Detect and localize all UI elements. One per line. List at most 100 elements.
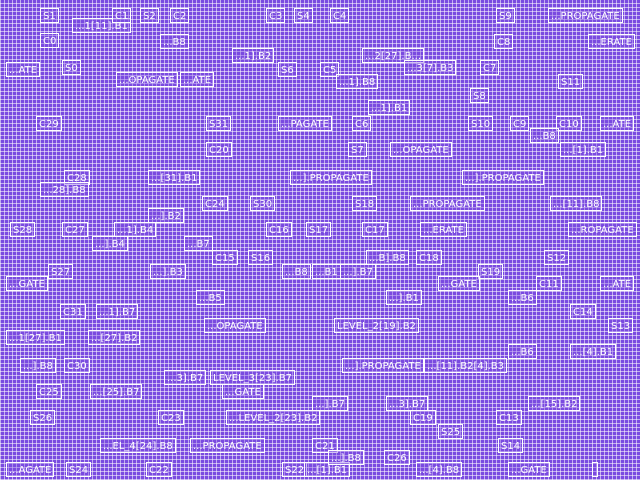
cell-label[interactable]: ...[4].B1 — [570, 344, 617, 359]
cell-label[interactable]: ...].B4 — [92, 236, 128, 251]
cell-label[interactable]: ...1].B7 — [96, 304, 139, 319]
cell-label[interactable]: ...ATE — [6, 62, 41, 77]
cell-label[interactable]: ...ERATE — [588, 34, 635, 49]
cell-label[interactable]: S7 — [348, 142, 367, 157]
cell-label[interactable]: ...GATE — [438, 276, 480, 291]
cell-label[interactable]: S24 — [66, 462, 92, 477]
cell-label[interactable]: ...[11].B8 — [550, 196, 603, 211]
cell-label[interactable]: ...[1].B1 — [304, 462, 351, 477]
cell-label[interactable]: ...B6 — [508, 344, 537, 359]
cell-label[interactable]: LEVEL_3[23].B7 — [210, 370, 295, 385]
cell-label[interactable]: C1 — [112, 8, 132, 23]
cell-label[interactable]: ...B8 — [282, 264, 311, 279]
cell-label[interactable]: ...PAGATE — [278, 116, 332, 131]
cell-label[interactable]: ...ATE — [180, 72, 215, 87]
cell-label[interactable]: S30 — [250, 196, 276, 211]
cell-label[interactable]: S16 — [248, 250, 274, 265]
cell-label[interactable]: C31 — [60, 304, 86, 319]
cell-label[interactable]: C8 — [494, 34, 514, 49]
cell-label[interactable]: S9 — [496, 8, 515, 23]
cell-label[interactable]: ...ROPAGATE — [568, 222, 637, 237]
cell-label[interactable]: ...2[27].B... — [362, 48, 425, 63]
cell-label[interactable]: ...[27].B2 — [88, 330, 141, 345]
cell-label[interactable]: ...EL_4[24].B8 — [100, 438, 176, 453]
cell-label[interactable]: C17 — [362, 222, 388, 237]
cell-label[interactable]: ...].PROPAGATE — [342, 358, 424, 373]
cell-label[interactable]: ...ERATE — [420, 222, 467, 237]
cell-label[interactable]: C3 — [266, 8, 286, 23]
cell-label[interactable]: C24 — [202, 196, 228, 211]
cell-label[interactable]: C26 — [384, 450, 410, 465]
cell-label[interactable]: C20 — [206, 142, 232, 157]
cell-label[interactable]: C22 — [146, 462, 172, 477]
cell-label[interactable]: C4 — [330, 8, 350, 23]
cell-label[interactable]: C7 — [480, 60, 500, 75]
cell-label[interactable]: ...B1 — [312, 264, 341, 279]
cell-label[interactable]: ...PROPAGATE — [548, 8, 623, 23]
cell-label[interactable]: C18 — [416, 250, 442, 265]
cell-label[interactable]: S25 — [438, 424, 464, 439]
cell-label[interactable]: ...].PROPAGATE — [290, 170, 372, 185]
cell-label[interactable]: C6 — [352, 116, 372, 131]
cell-label[interactable]: ...3].B7 — [164, 370, 207, 385]
cell-label[interactable]: ...1].B2 — [232, 48, 275, 63]
cell-label[interactable]: S27 — [48, 264, 74, 279]
cell-label[interactable]: S10 — [468, 116, 494, 131]
cell-label[interactable]: ...[25].B7 — [90, 384, 143, 399]
cell-label[interactable]: ...1[11].B1 — [72, 18, 131, 33]
cell-label[interactable]: ...B8 — [160, 34, 189, 49]
cell-label[interactable]: C21 — [312, 438, 338, 453]
cell-label[interactable]: S4 — [294, 8, 313, 23]
cell-label[interactable]: ...1].B1 — [368, 100, 411, 115]
cell-label[interactable]: LEVEL_2[19].B2 — [334, 318, 419, 333]
cell-label[interactable]: ...ATE — [600, 276, 635, 291]
cell-label[interactable]: S2 — [140, 8, 159, 23]
cell-label[interactable]: ...].B7 — [312, 396, 348, 411]
cell-label[interactable]: S8 — [470, 88, 489, 103]
cell-label[interactable]: ...B].B8 — [366, 250, 409, 265]
cell-label[interactable]: ...[31].B1 — [148, 170, 201, 185]
cell-label[interactable]: S31 — [206, 116, 232, 131]
cell-label[interactable]: ...3].B7 — [386, 396, 429, 411]
cell-label[interactable]: S28 — [10, 222, 36, 237]
cell-label[interactable]: ...GATE — [508, 462, 550, 477]
cell-label[interactable]: ...].B3 — [150, 264, 186, 279]
cell-label[interactable]: ...B7 — [184, 236, 213, 251]
cell-label[interactable]: C27 — [62, 222, 88, 237]
cell-label[interactable]: C11 — [536, 276, 562, 291]
cell-label[interactable]: ...GATE — [222, 384, 264, 399]
cell-label[interactable]: ...1].B4 — [114, 222, 157, 237]
cell-label[interactable]: ...28].B8 — [40, 182, 89, 197]
cell-label[interactable]: ...LEVEL_2[23].B2 — [226, 410, 321, 425]
cell-label[interactable]: S0 — [62, 60, 81, 75]
cell-label[interactable]: ...ATE — [600, 116, 635, 131]
cell-label[interactable]: ...AGATE — [6, 462, 55, 477]
cell-label[interactable]: ...GATE — [6, 276, 48, 291]
cell-label[interactable]: C0 — [40, 33, 60, 48]
cell-label[interactable]: S26 — [30, 410, 56, 425]
cell-label[interactable]: C2 — [170, 8, 190, 23]
cell-label[interactable]: ...].B8 — [20, 358, 56, 373]
cell-label[interactable]: ...].B1 — [386, 290, 422, 305]
cell-label[interactable]: ...].PROPAGATE — [462, 170, 544, 185]
cell-label[interactable]: ...B5 — [196, 290, 225, 305]
cell-label[interactable]: ...B8 — [530, 128, 559, 143]
cell-label[interactable]: C19 — [410, 410, 436, 425]
cell-label[interactable]: ...3[7].B3 — [404, 60, 457, 75]
cell-label[interactable]: C16 — [266, 222, 292, 237]
cell-label[interactable]: ...[4].B8 — [416, 462, 463, 477]
cell-label[interactable]: S17 — [306, 222, 332, 237]
cell-label[interactable]: ...1[27].B1 — [6, 330, 65, 345]
cell-label[interactable]: S6 — [278, 62, 297, 77]
cell-label[interactable]: S13 — [608, 318, 634, 333]
cell-label[interactable]: C13 — [496, 410, 522, 425]
cell-label[interactable]: ...[15].B2 — [528, 396, 581, 411]
cell-label[interactable]: ...OPAGATE — [204, 318, 266, 333]
cell-label[interactable]: C15 — [212, 250, 238, 265]
cell-label[interactable]: C28 — [64, 170, 90, 185]
cell-label[interactable]: C25 — [36, 384, 62, 399]
cell-label[interactable]: ...[11].B2[4].B3 — [424, 358, 508, 373]
cell-label[interactable]: ...[1].B1 — [560, 142, 607, 157]
cell-label[interactable]: C14 — [570, 304, 596, 319]
cell-label[interactable]: S19 — [478, 264, 504, 279]
